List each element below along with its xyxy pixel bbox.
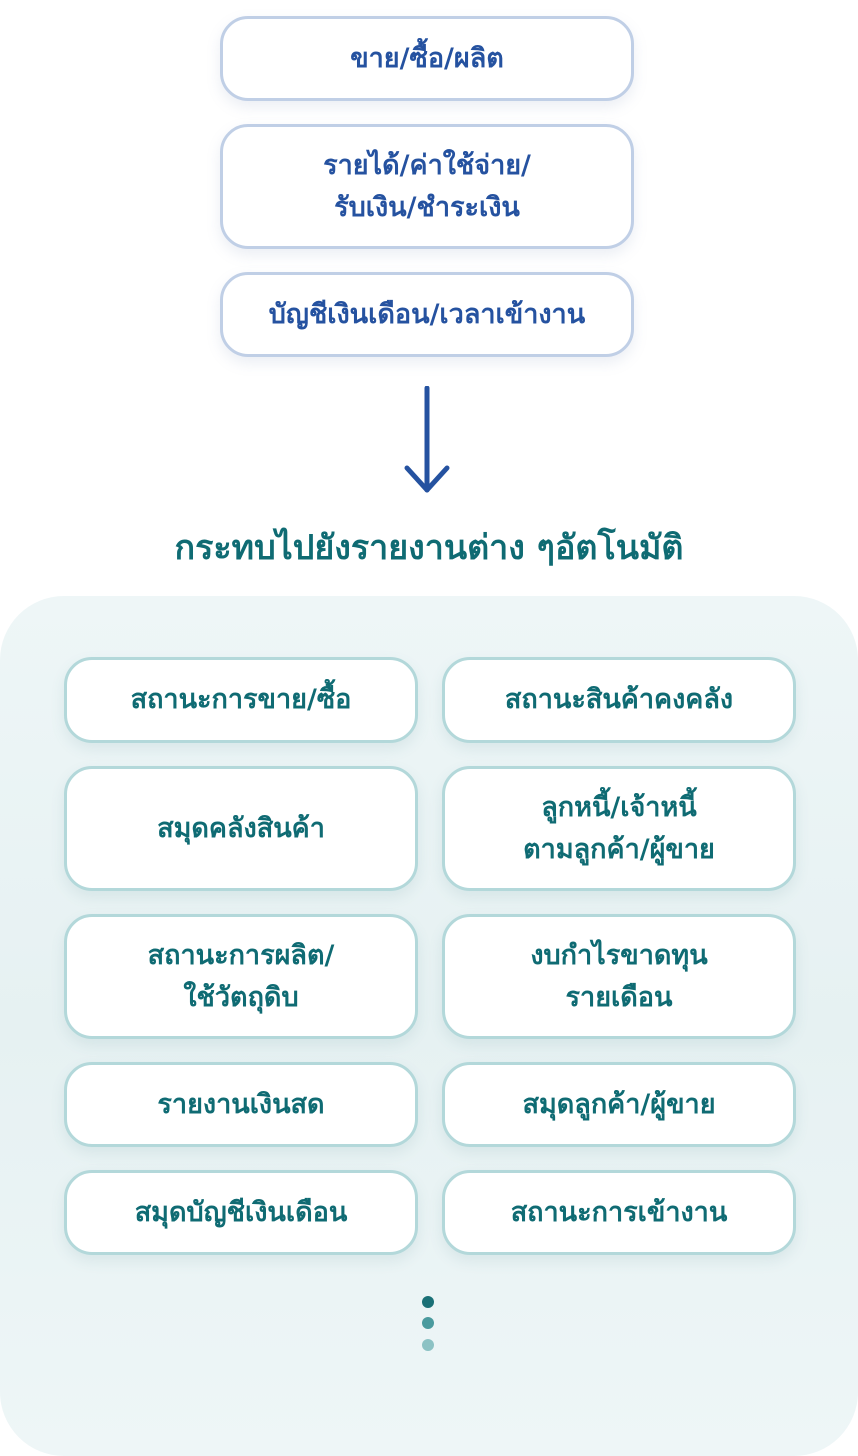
report-stock-ledger: สมุดคลังสินค้า (64, 766, 418, 891)
more-dot-icon (422, 1317, 434, 1329)
more-dot-icon (422, 1339, 434, 1351)
source-box-income-expense: รายได้/ค่าใช้จ่าย/ รับเงิน/ชำระเงิน (220, 124, 634, 249)
arrow-down-icon (404, 386, 450, 493)
report-sales-purchase-status: สถานะการขาย/ซื้อ (64, 657, 418, 743)
report-customer-vendor-ledger: สมุดลูกค้า/ผู้ขาย (442, 1062, 796, 1147)
more-dot-icon (422, 1296, 434, 1308)
report-inventory-status: สถานะสินค้าคงคลัง (442, 657, 796, 743)
report-receivables-payables: ลูกหนี้/เจ้าหนี้ ตามลูกค้า/ผู้ขาย (442, 766, 796, 891)
source-box-sales: ขาย/ซื้อ/ผลิต (220, 16, 634, 101)
report-payroll-ledger: สมุดบัญชีเงินเดือน (64, 1170, 418, 1255)
source-box-payroll: บัญชีเงินเดือน/เวลาเข้างาน (220, 272, 634, 357)
report-monthly-pnl: งบกำไรขาดทุน รายเดือน (442, 914, 796, 1039)
section-title: กระทบไปยังรายงานต่าง ๆอัตโนมัติ (174, 528, 684, 568)
report-attendance-status: สถานะการเข้างาน (442, 1170, 796, 1255)
report-cash: รายงานเงินสด (64, 1062, 418, 1147)
report-production-status: สถานะการผลิต/ ใช้วัตถุดิบ (64, 914, 418, 1039)
